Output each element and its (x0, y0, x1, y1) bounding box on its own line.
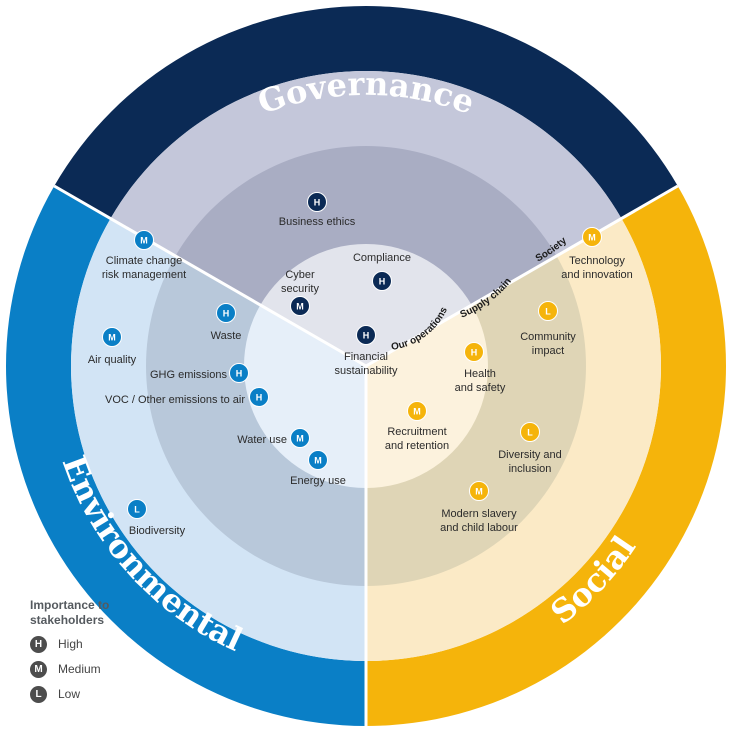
importance-marker-letter: L (527, 427, 533, 437)
high-marker-icon: H (30, 635, 47, 653)
importance-marker-letter: L (545, 306, 551, 316)
legend: Importance to stakeholders H High M Medi… (30, 598, 190, 703)
importance-marker-letter: M (296, 301, 304, 311)
importance-marker-letter: M (413, 406, 421, 416)
importance-m-icon (308, 450, 328, 470)
importance-marker-letter: H (256, 392, 263, 402)
legend-title: Importance to stakeholders (30, 598, 190, 628)
importance-m-icon (407, 401, 427, 421)
topic-ghg-emissions: H GHG emissions (150, 363, 249, 383)
legend-label-low: Low (58, 687, 81, 701)
importance-h-icon (372, 271, 392, 291)
importance-m-icon (290, 296, 310, 316)
governance-outer-ring (54, 6, 678, 219)
topic-label: Waste (211, 330, 242, 342)
importance-h-icon (307, 192, 327, 212)
medium-marker-icon: M (30, 660, 47, 678)
legend-title-line-2: stakeholders (30, 613, 105, 627)
topic-biodiversity: L Biodiversity (127, 499, 186, 537)
importance-h-icon (216, 303, 236, 323)
importance-m-icon (582, 227, 602, 247)
importance-h-icon (464, 342, 484, 362)
topic-label: Compliance (353, 252, 411, 264)
topic-energy-use: M Energy use (290, 450, 346, 487)
topic-label: VOC / Other emissions to air (105, 394, 245, 406)
importance-marker-letter: M (314, 455, 322, 465)
topic-compliance: H Compliance (353, 252, 411, 291)
importance-marker-letter: H (236, 368, 243, 378)
topic-business-ethics: H Business ethics (279, 192, 356, 228)
importance-h-icon (249, 387, 269, 407)
topic-voc-other-emissions-to-air: H VOC / Other emissions to air (105, 387, 269, 407)
low-marker-icon: L (30, 685, 47, 703)
importance-marker-letter: M (588, 232, 596, 242)
importance-marker-letter: H (363, 330, 370, 340)
topic-water-use: M Water use (237, 428, 310, 448)
topic-label: Business ethics (279, 216, 356, 228)
social-band-3 (366, 305, 488, 488)
legend-item-medium: M Medium (30, 660, 190, 678)
importance-marker-letter: M (108, 332, 116, 342)
importance-marker-letter: L (134, 504, 140, 514)
importance-marker-letter: H (471, 347, 478, 357)
importance-marker-letter: H (314, 197, 321, 207)
environmental-band-3 (243, 305, 366, 488)
importance-l-icon (127, 499, 147, 519)
importance-marker-letter: M (475, 486, 483, 496)
topic-label: Biodiversity (129, 525, 186, 537)
importance-marker-letter: M (140, 235, 148, 245)
importance-l-icon (520, 422, 540, 442)
topic-air-quality: M Air quality (88, 327, 137, 366)
topic-label: Air quality (88, 354, 137, 366)
importance-m-icon (102, 327, 122, 347)
social-outer-ring (366, 186, 726, 726)
importance-m-icon (469, 481, 489, 501)
importance-m-icon (290, 428, 310, 448)
environmental-outer-ring (5, 186, 366, 726)
legend-item-high: H High (30, 635, 190, 653)
importance-h-icon (229, 363, 249, 383)
sector-divider-1 (53, 184, 367, 368)
legend-label-medium: Medium (58, 662, 101, 676)
legend-title-line-1: Importance to (30, 598, 110, 612)
topic-label: GHG emissions (150, 369, 228, 381)
importance-h-icon (356, 325, 376, 345)
importance-m-icon (134, 230, 154, 250)
topic-label: Energy use (290, 475, 346, 487)
importance-marker-letter: M (296, 433, 304, 443)
importance-l-icon (538, 301, 558, 321)
sector-divider-2 (365, 184, 679, 368)
importance-marker-letter: H (223, 308, 230, 318)
legend-label-high: High (58, 637, 83, 651)
importance-marker-letter: H (379, 276, 386, 286)
topic-waste: H Waste (211, 303, 242, 342)
topic-label: Water use (237, 434, 287, 446)
legend-item-low: L Low (30, 685, 190, 703)
